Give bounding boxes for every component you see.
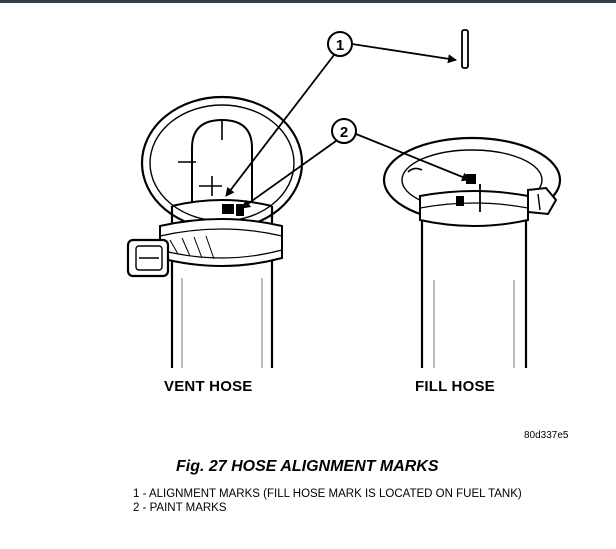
- vent-hose-label: VENT HOSE: [164, 378, 253, 395]
- legend: 1 - ALIGNMENT MARKS (FILL HOSE MARK IS L…: [133, 488, 553, 517]
- vent-hose-drawing: [126, 95, 304, 368]
- callout-2-number: 2: [340, 124, 348, 141]
- callout-1-leader-down: [225, 54, 335, 197]
- callout-1: 1: [225, 29, 469, 197]
- legend-item-2: 2 - PAINT MARKS: [133, 502, 227, 514]
- top-bar: [0, 0, 616, 3]
- callout-1-number: 1: [336, 37, 344, 54]
- callout-2-circle: [331, 118, 357, 144]
- callout-2: 2: [241, 118, 471, 209]
- fill-hose-drawing: [382, 136, 562, 368]
- callout-1-leader-right: [351, 43, 457, 64]
- figure-caption: Fig. 27 HOSE ALIGNMENT MARKS: [176, 458, 439, 475]
- legend-item-1: 1 - ALIGNMENT MARKS (FILL HOSE MARK IS L…: [133, 488, 522, 500]
- alignment-mark-symbol: [461, 29, 469, 69]
- callout-2-leader-down: [241, 140, 337, 209]
- image-code: 80d337e5: [524, 430, 569, 441]
- fill-hose-label: FILL HOSE: [415, 378, 495, 395]
- callout-2-leader-right: [355, 133, 471, 182]
